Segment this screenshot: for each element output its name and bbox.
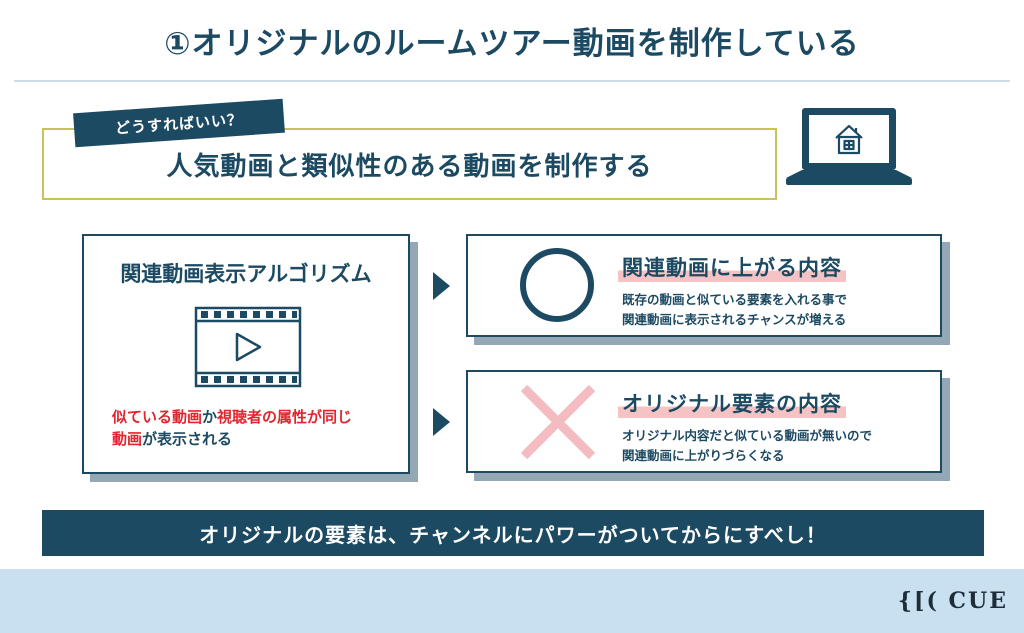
result-line: 既存の動画と似ている要素を入れる事で [622, 292, 848, 307]
title-divider [14, 80, 1010, 82]
footer-bar [0, 569, 1024, 633]
result-title: 関連動画に上がる内容 [618, 252, 846, 282]
result-body: 既存の動画と似ている要素を入れる事で 関連動画に表示されるチャンスが増える [622, 290, 882, 330]
cue-logo: {[( CUE [897, 588, 1008, 614]
circle-ok-icon [520, 248, 594, 322]
algorithm-title: 関連動画表示アルゴリズム [120, 262, 372, 286]
result-line: オリジナル内容だと似ている動画が無いので [622, 428, 873, 443]
note-same-viewer-attribute: 視聴者の属性が同じ [217, 408, 353, 426]
algorithm-card: 関連動画表示アルゴリズム 似ている動画か視聴者の属性が同じ動画が表示される [82, 234, 410, 474]
algorithm-note: 似ている動画か視聴者の属性が同じ動画が表示される [112, 406, 402, 450]
note-similar-video: 似ている動画 [112, 408, 203, 426]
film-play-icon [194, 306, 302, 388]
note-is-shown: が表示される [142, 430, 233, 448]
laptop-house-icon [786, 108, 912, 185]
page-title: ①オリジナルのルームツアー動画を制作している [164, 26, 860, 62]
note-or: か [202, 408, 218, 426]
result-body: オリジナル内容だと似ている動画が無いので 関連動画に上がりづらくなる [622, 426, 882, 466]
arrow-right-icon [433, 272, 450, 300]
note-video: 動画 [112, 430, 143, 448]
result-card-related: 関連動画に上がる内容 既存の動画と似ている要素を入れる事で 関連動画に表示される… [466, 234, 942, 337]
result-title: オリジナル要素の内容 [618, 388, 846, 418]
arrow-right-icon [433, 408, 450, 436]
question-answer: 人気動画と類似性のある動画を制作する [166, 152, 653, 182]
conclusion-banner: オリジナルの要素は、チャンネルにパワーがついてからにすべし！ [42, 510, 984, 556]
cross-ng-icon [520, 384, 596, 460]
result-line: 関連動画に上がりづらくなる [622, 448, 785, 463]
result-line: 関連動画に表示されるチャンスが増える [622, 312, 847, 327]
result-card-original: オリジナル要素の内容 オリジナル内容だと似ている動画が無いので 関連動画に上がり… [466, 370, 942, 473]
